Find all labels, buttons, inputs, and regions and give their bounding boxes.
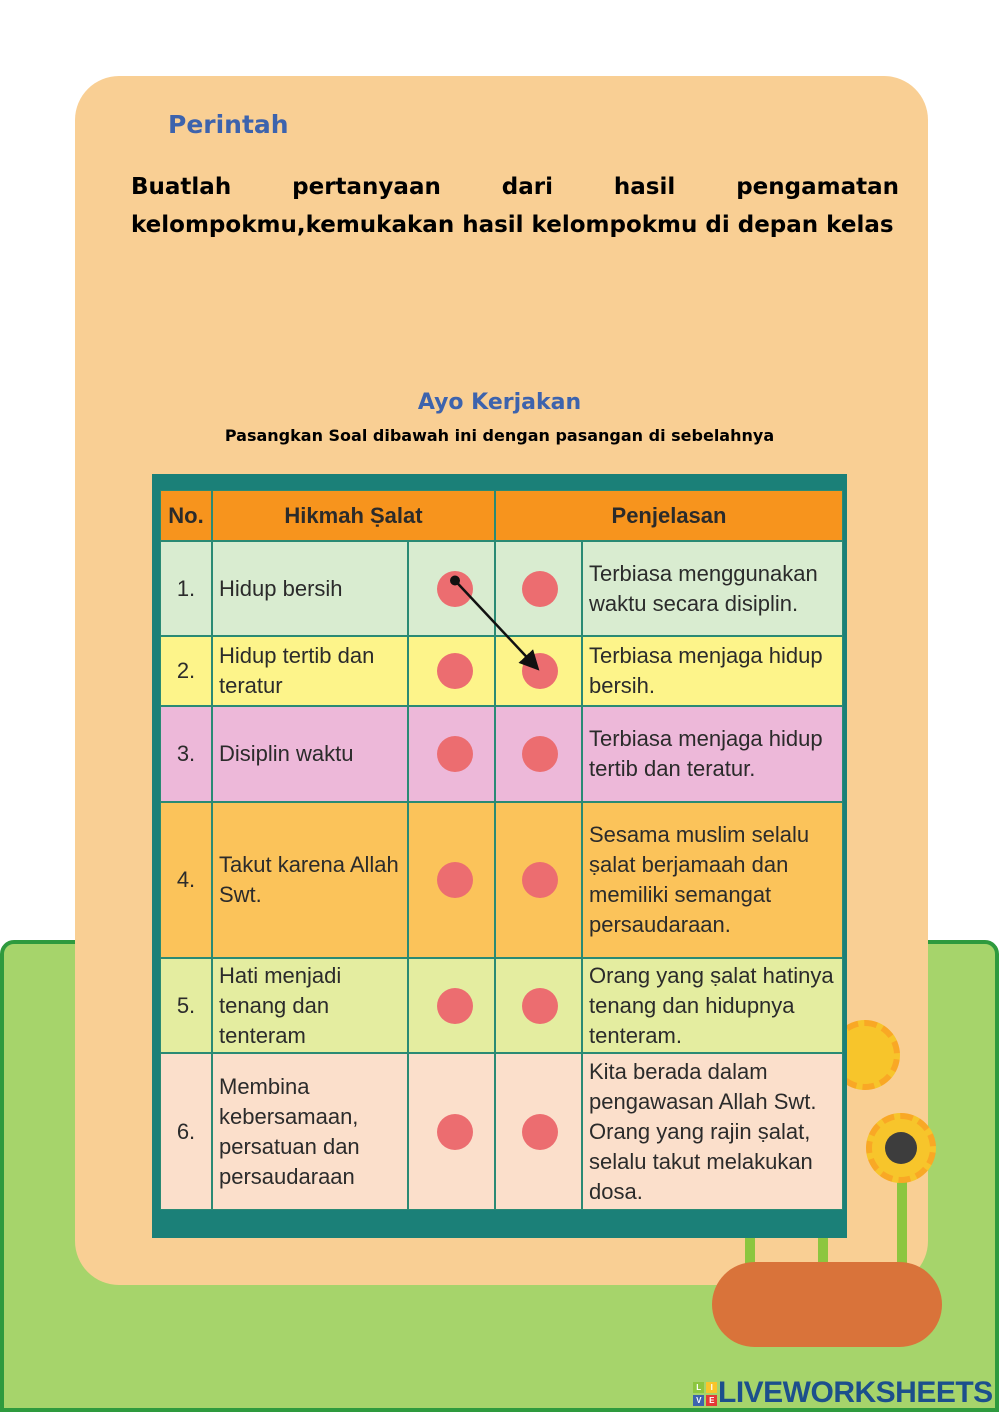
matching-table: No. Hikmah Ṣalat Penjelasan 1.Hidup bers… — [152, 474, 847, 1238]
hikmah-cell: Disiplin waktu — [212, 706, 408, 802]
penjelasan-cell: Terbiasa menjaga hidup bersih. — [582, 636, 843, 706]
soil-mound — [712, 1262, 942, 1347]
flower-stem — [818, 1210, 828, 1280]
perintah-text: Buatlah pertanyaan dari hasil pengamatan… — [131, 174, 899, 238]
row-number: 4. — [160, 802, 212, 958]
left-match-dot[interactable] — [437, 987, 473, 1024]
right-match-dot[interactable] — [522, 862, 558, 898]
right-match-dot[interactable] — [522, 1113, 558, 1150]
row-number: 2. — [160, 636, 212, 706]
row-number: 5. — [160, 958, 212, 1053]
hikmah-cell: Hati menjadi tenang dan tenteram — [212, 958, 408, 1053]
right-match-dot[interactable] — [522, 987, 558, 1024]
header-penjelasan: Penjelasan — [495, 490, 843, 541]
left-match-dot[interactable] — [437, 1113, 473, 1150]
row-number: 6. — [160, 1053, 212, 1210]
row-number: 1. — [160, 541, 212, 636]
ayo-kerjakan-subtitle: Pasangkan Soal dibawah ini dengan pasang… — [224, 426, 775, 445]
left-dot-cell — [408, 636, 495, 706]
penjelasan-cell: Orang yang ṣalat hatinya tenang dan hidu… — [582, 958, 843, 1053]
hikmah-cell: Membina kebersamaan, persatuan dan persa… — [212, 1053, 408, 1210]
right-match-dot[interactable] — [522, 570, 558, 607]
left-match-dot[interactable] — [437, 653, 473, 689]
right-match-dot[interactable] — [522, 736, 558, 772]
penjelasan-cell: Kita berada dalam pengawasan Allah Swt. … — [582, 1053, 843, 1210]
penjelasan-cell: Terbiasa menjaga hidup tertib dan teratu… — [582, 706, 843, 802]
ayo-kerjakan-title: Ayo Kerjakan — [417, 390, 582, 415]
left-match-dot[interactable] — [437, 862, 473, 898]
left-match-dot[interactable] — [437, 736, 473, 772]
penjelasan-cell: Sesama muslim selalu ṣalat berjamaah dan… — [582, 802, 843, 958]
sunflower-icon — [866, 1113, 936, 1183]
header-hikmah: Hikmah Ṣalat — [212, 490, 495, 541]
hikmah-cell: Takut karena Allah Swt. — [212, 802, 408, 958]
hikmah-cell: Hidup bersih — [212, 541, 408, 636]
hikmah-cell: Hidup tertib dan teratur — [212, 636, 408, 706]
penjelasan-cell: Terbiasa menggunakan waktu secara disipl… — [582, 541, 843, 636]
flower-stem — [745, 1230, 755, 1280]
header-no: No. — [160, 490, 212, 541]
row-number: 3. — [160, 706, 212, 802]
flower-stem — [897, 1160, 907, 1280]
perintah-title: Perintah — [168, 110, 289, 139]
